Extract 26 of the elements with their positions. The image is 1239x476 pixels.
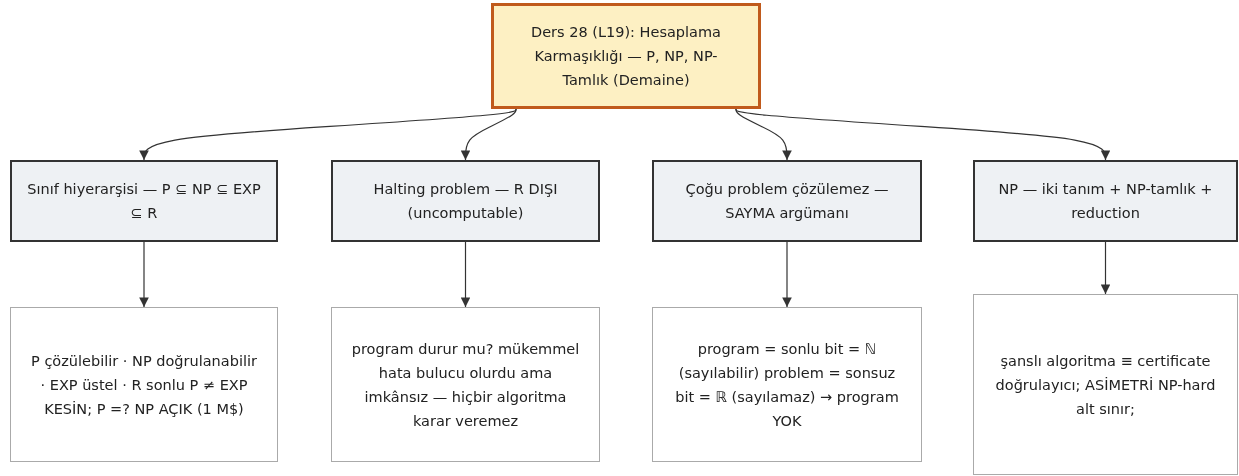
node-label: NP — iki tanım + NP-tamlık + reduction: [997, 180, 1214, 223]
arrow: [735, 108, 1111, 161]
node-label: P çözülebilir · NP doğrulanabilir · EXP üstel · R sonlu P ≠ EXP KESİN; P =? NP AÇIK (1 M$): [30, 351, 258, 419]
note-box: [973, 294, 1238, 475]
node-label: Ders 28 (L19): Hesaplama Karmaşıklığı — P, NP, NP-Tamlık (Demaine): [530, 23, 722, 90]
title-box: [491, 3, 761, 109]
node-label: program durur mu? mükemmel hata bulucu olurdu ama imkânsız — hiçbir algoritma karar veremez: [350, 339, 581, 431]
note-box: [652, 307, 922, 462]
note-box: [331, 307, 600, 462]
arrow: [735, 108, 792, 161]
topic-box: [10, 160, 278, 242]
node-label: Sınıf hiyerarşisi — P ⊆ NP ⊆ EXP ⊆ R: [26, 180, 262, 223]
topic-box: [973, 160, 1238, 242]
topic-box: [331, 160, 600, 242]
node-label: program = sonlu bit = ℕ (sayılabilir) problem = sonsuz bit = ℝ (sayılamaz) → program YOK: [674, 339, 900, 431]
note-box: [10, 307, 278, 462]
arrow: [139, 241, 149, 308]
node-label: Halting problem — R DIŞI (uncomputable): [372, 180, 559, 223]
topic-box: [652, 160, 922, 242]
arrow: [460, 241, 471, 308]
arrow: [1100, 241, 1111, 295]
node-label: Çoğu problem çözülemez — SAYMA argümanı: [684, 180, 890, 223]
node-label: şanslı algoritma ≡ certificate doğrulayıcı; ASİMETRİ NP-hard alt sınır;: [994, 351, 1217, 419]
arrow: [139, 108, 517, 161]
arrow: [460, 108, 517, 161]
arrow: [782, 241, 792, 308]
